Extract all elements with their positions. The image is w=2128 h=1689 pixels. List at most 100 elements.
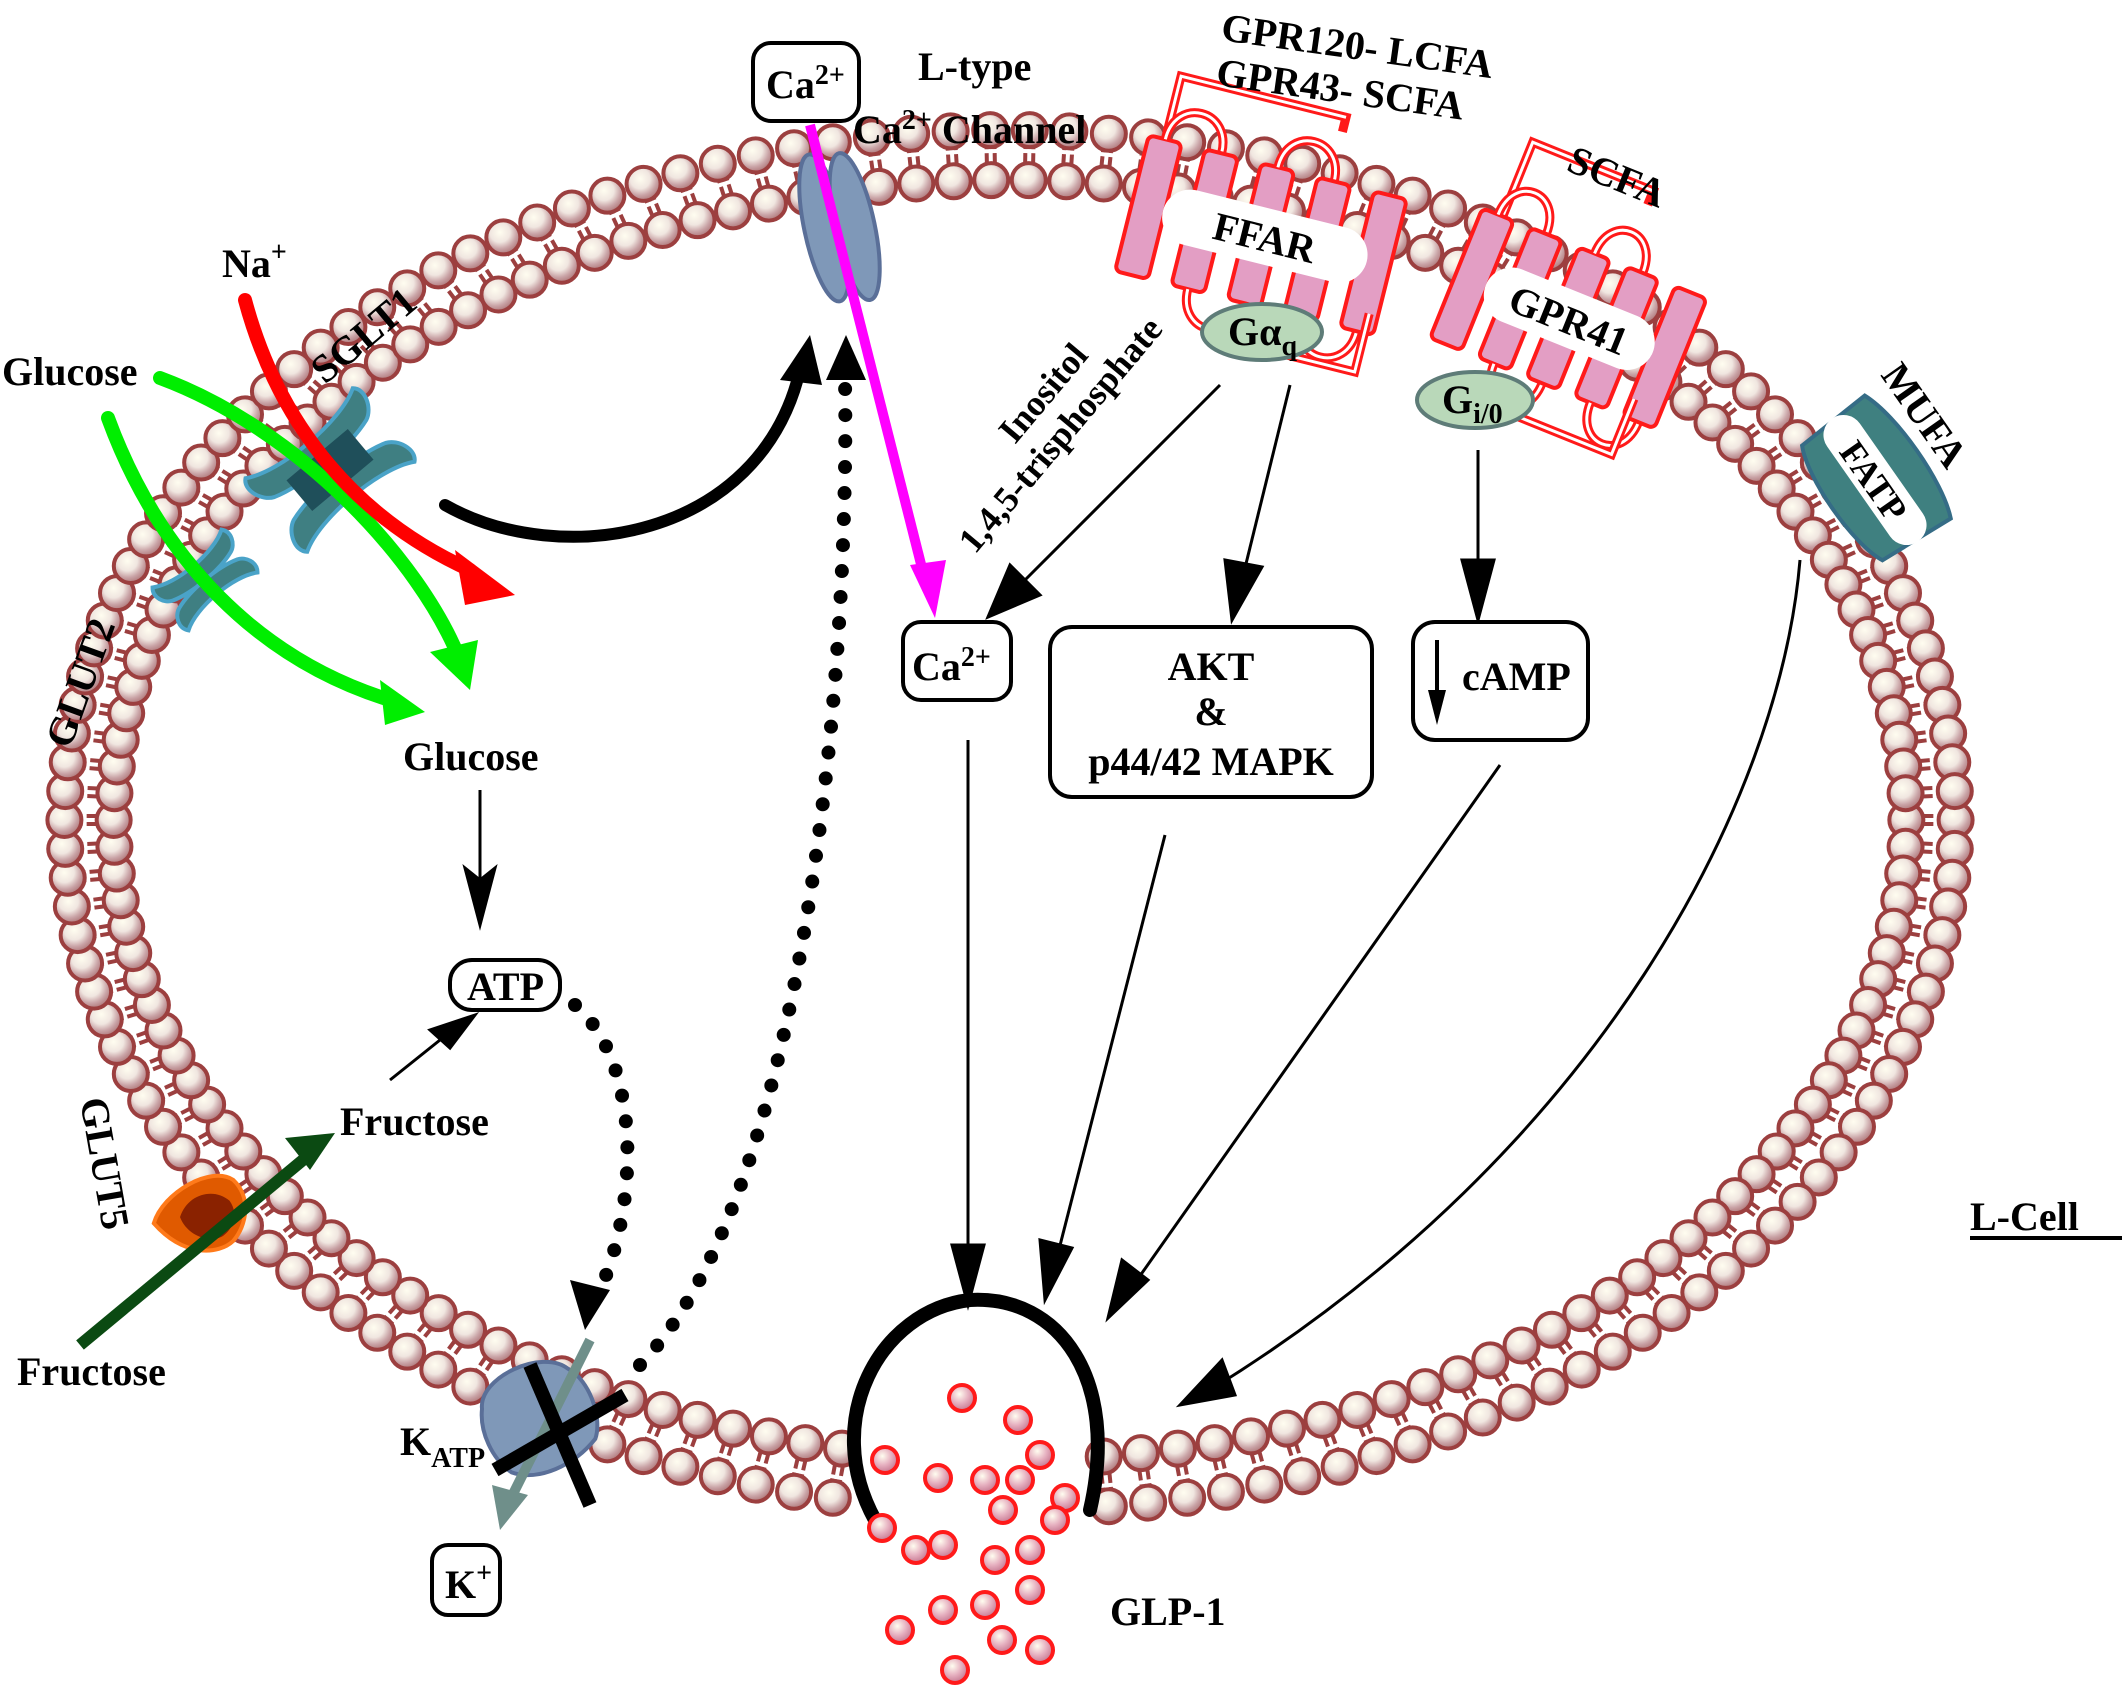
glp1-granule — [1025, 1635, 1055, 1665]
phospholipid-head — [1357, 1437, 1396, 1476]
lipid-tail — [390, 315, 404, 331]
lipid-tail — [474, 268, 488, 284]
phospholipid-head — [449, 291, 488, 330]
lipid-tail — [754, 172, 763, 189]
lipid-tail — [334, 1271, 349, 1285]
lipid-tail — [121, 1011, 138, 1021]
phospholipid-head — [1429, 1412, 1468, 1451]
lipid-tail — [837, 1465, 845, 1483]
katp-label: KATP — [400, 1419, 485, 1474]
lipid-tail — [1919, 757, 1936, 764]
lipid-tail — [1893, 646, 1909, 655]
lipid-tail — [1175, 157, 1183, 175]
phospholipid-head — [1680, 1273, 1719, 1312]
phospholipid-head — [1837, 1107, 1876, 1146]
lipid-tail — [109, 654, 125, 663]
lipid-tail — [1771, 449, 1787, 462]
lipid-tail — [197, 1138, 213, 1150]
phospholipid-head — [1623, 1313, 1662, 1352]
lipid-tail — [1916, 896, 1933, 903]
glp1-granule — [901, 1535, 931, 1565]
phospholipid-head — [419, 1294, 458, 1333]
lipid-tail — [1249, 170, 1258, 187]
gpr41-ligand: SCFA — [1562, 137, 1673, 217]
lipid-tail — [233, 1178, 249, 1191]
lipid-tail — [1249, 1453, 1258, 1470]
lipid-tail — [1792, 1155, 1808, 1167]
glp1-granule — [1015, 1535, 1045, 1565]
phospholipid-head — [1283, 1457, 1322, 1496]
phospholipid-head — [1706, 350, 1745, 389]
lipid-tail — [82, 849, 98, 855]
glp1-granule — [870, 1445, 900, 1475]
lipid-tail — [1257, 1451, 1266, 1468]
lipid-tail — [413, 302, 427, 318]
lipid-tail — [1811, 497, 1827, 509]
lipid-tail — [308, 375, 323, 390]
lipid-tail — [1721, 397, 1737, 411]
lipid-tail — [1895, 654, 1911, 663]
lipid-tail — [93, 709, 110, 717]
atp-label: ATP — [467, 964, 544, 1009]
lipid-tail — [1702, 381, 1717, 396]
phospholipid-head — [419, 307, 458, 346]
phospholipid-head — [1756, 395, 1795, 434]
lipid-tail — [1677, 1265, 1692, 1280]
phospholipid-head — [358, 288, 397, 327]
lipid-tail — [147, 1063, 164, 1074]
phospholipid-head — [1010, 111, 1049, 150]
lipid-tail — [680, 1433, 690, 1451]
phospholipid-head — [510, 260, 549, 299]
lipid-tail — [237, 442, 253, 455]
lipid-tail — [581, 220, 593, 237]
phospholipid-head — [329, 308, 368, 347]
lipid-tail — [868, 154, 875, 171]
phospholipid-head — [1778, 1182, 1817, 1221]
sodium-influx-arrow — [238, 293, 515, 605]
phospholipid-head — [698, 144, 737, 183]
lipid-tail — [1807, 1138, 1823, 1150]
lipid-tail — [283, 1229, 299, 1243]
lipid-tail — [450, 1344, 463, 1360]
lipid-tail — [799, 1460, 808, 1477]
lipid-tail — [87, 896, 104, 903]
lipid-tail — [1500, 1371, 1513, 1388]
lipid-tail — [84, 869, 100, 875]
lipid-tail — [111, 646, 127, 655]
lipid-tail — [334, 355, 349, 369]
lipid-tail — [1828, 1106, 1845, 1118]
lipid-tail — [574, 224, 586, 241]
lipid-tail — [1909, 931, 1926, 939]
glp1-granule — [988, 1495, 1018, 1525]
lipid-tail — [450, 280, 463, 296]
phospholipid-head — [678, 1400, 717, 1439]
lipid-tail — [109, 977, 125, 986]
lipid-tail — [1183, 1464, 1190, 1481]
phospholipid-head — [736, 1465, 775, 1504]
lipid-tail — [1137, 1470, 1144, 1487]
phospholipid-head — [588, 176, 627, 215]
lipid-tail — [762, 1453, 771, 1470]
lipid-tail — [1915, 904, 1932, 911]
katp-closed-x-mark — [491, 1362, 629, 1508]
lipid-tail — [1825, 515, 1841, 526]
lipid-tail — [1909, 701, 1926, 709]
lipid-tail — [1294, 1443, 1303, 1460]
glp1-granule — [940, 1655, 970, 1685]
lipid-tail — [1061, 147, 1067, 165]
glp1-granule — [928, 1530, 958, 1560]
phospholipid-head — [1593, 1332, 1632, 1371]
extracellular-calcium-label: Ca2+ — [766, 60, 845, 107]
lipid-tail — [1792, 473, 1808, 485]
phospholipid-head — [749, 184, 788, 223]
lipid-tail — [1873, 1030, 1889, 1040]
lipid-tail — [179, 1114, 195, 1125]
lipid-tail — [81, 841, 98, 847]
lipid-tail — [1859, 1056, 1876, 1066]
phospholipid-head — [1502, 1326, 1541, 1365]
lipid-tail — [133, 1038, 150, 1047]
phospholipid-head — [971, 111, 1010, 150]
lipid-tail — [688, 1436, 698, 1453]
phospholipid-head — [1195, 1424, 1234, 1463]
phospholipid-head — [1886, 774, 1925, 813]
